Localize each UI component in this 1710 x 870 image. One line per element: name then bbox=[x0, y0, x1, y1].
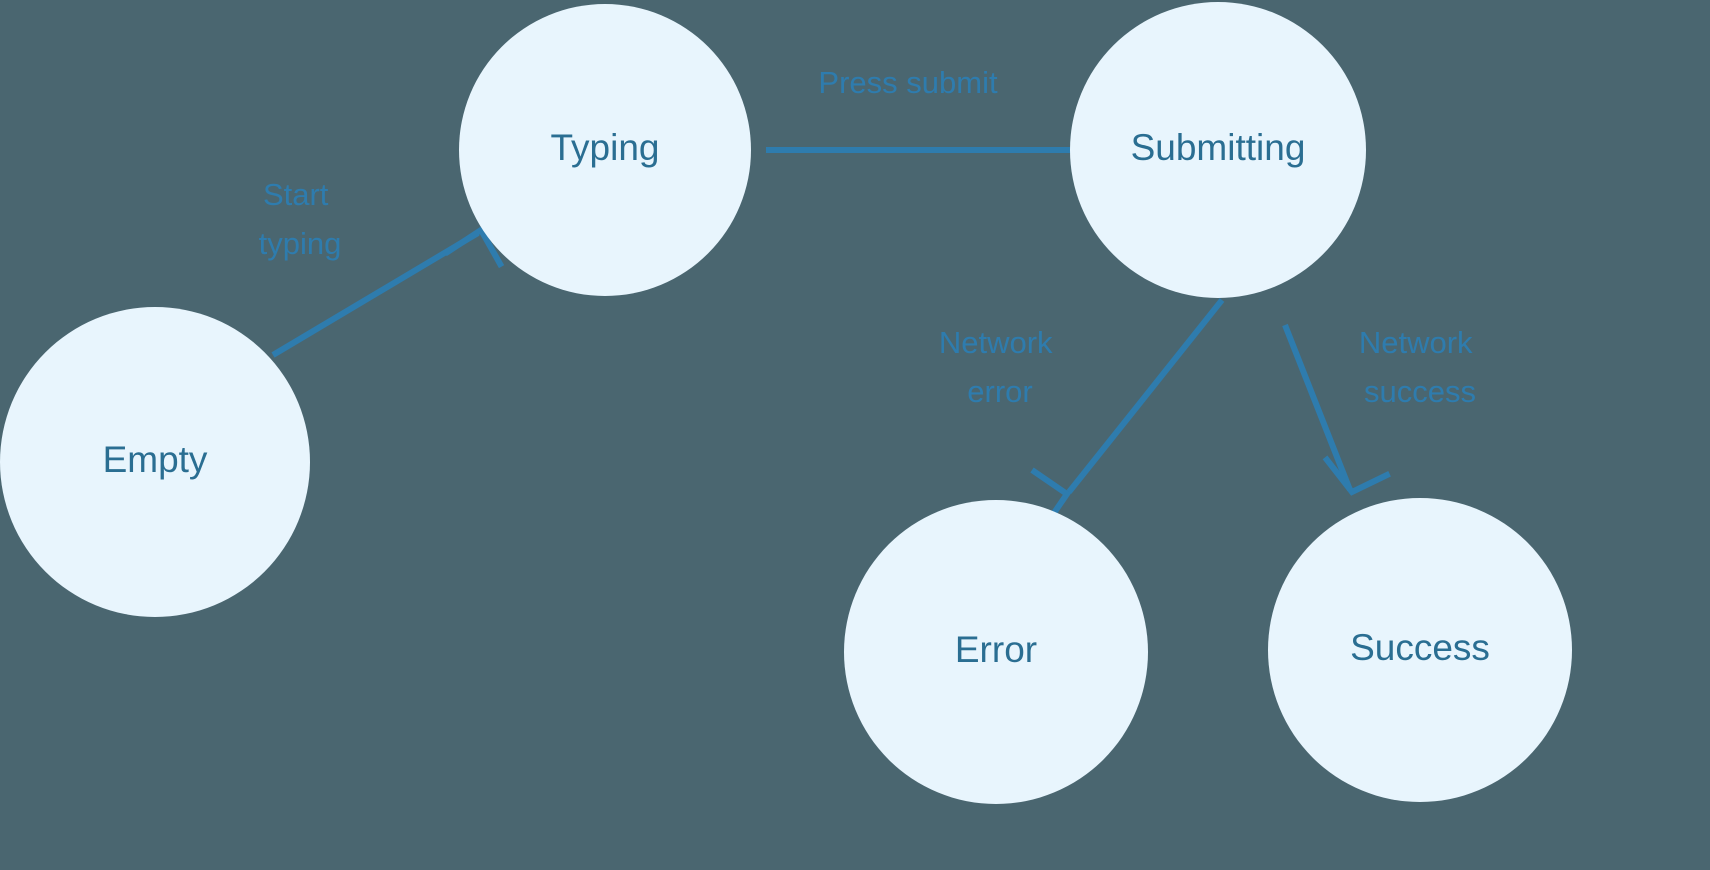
edge-empty-to-typing[interactable]: Start typing bbox=[259, 177, 505, 358]
arrowhead-empty-to-typing bbox=[443, 225, 505, 269]
edge-label-line: typing bbox=[259, 226, 342, 261]
edge-typing-to-submitting[interactable]: Press submit bbox=[766, 65, 1145, 189]
node-circle-empty bbox=[0, 307, 310, 617]
node-label-submitting: Submitting bbox=[1131, 127, 1306, 168]
node-circle-typing bbox=[459, 4, 751, 296]
node-empty[interactable]: Empty bbox=[0, 307, 310, 617]
edge-label-typing-to-submitting: Press submit bbox=[818, 65, 998, 100]
edge-label-line: Network bbox=[939, 325, 1053, 360]
edge-submitting-to-success[interactable]: Network success bbox=[1282, 323, 1481, 502]
node-success[interactable]: Success bbox=[1268, 498, 1572, 802]
edge-label-line: success bbox=[1364, 374, 1476, 409]
edge-label-line: Start bbox=[263, 177, 329, 212]
edge-line-empty-to-typing bbox=[271, 230, 480, 358]
edge-label-line: Press submit bbox=[818, 65, 998, 100]
edge-line-submitting-to-success bbox=[1282, 323, 1353, 492]
edge-label-line: Network bbox=[1359, 325, 1473, 360]
node-circle-submitting bbox=[1070, 2, 1366, 298]
node-submitting[interactable]: Submitting bbox=[1070, 2, 1366, 298]
edge-label-submitting-to-error: Network error bbox=[939, 325, 1061, 409]
edge-label-line: error bbox=[967, 374, 1032, 409]
node-label-typing: Typing bbox=[550, 127, 659, 168]
edge-label-empty-to-typing: Start typing bbox=[259, 177, 342, 261]
node-circle-success bbox=[1268, 498, 1572, 802]
node-label-success: Success bbox=[1350, 627, 1490, 668]
node-typing[interactable]: Typing bbox=[459, 4, 751, 296]
arrowhead-submitting-to-success bbox=[1322, 455, 1391, 496]
node-error[interactable]: Error bbox=[844, 500, 1148, 804]
edge-submitting-to-error[interactable]: Network error bbox=[939, 298, 1225, 531]
node-label-error: Error bbox=[955, 629, 1037, 670]
edge-label-submitting-to-success: Network success bbox=[1359, 325, 1481, 409]
edge-line-submitting-to-error bbox=[1066, 298, 1225, 494]
node-label-empty: Empty bbox=[103, 439, 208, 480]
node-circle-error bbox=[844, 500, 1148, 804]
